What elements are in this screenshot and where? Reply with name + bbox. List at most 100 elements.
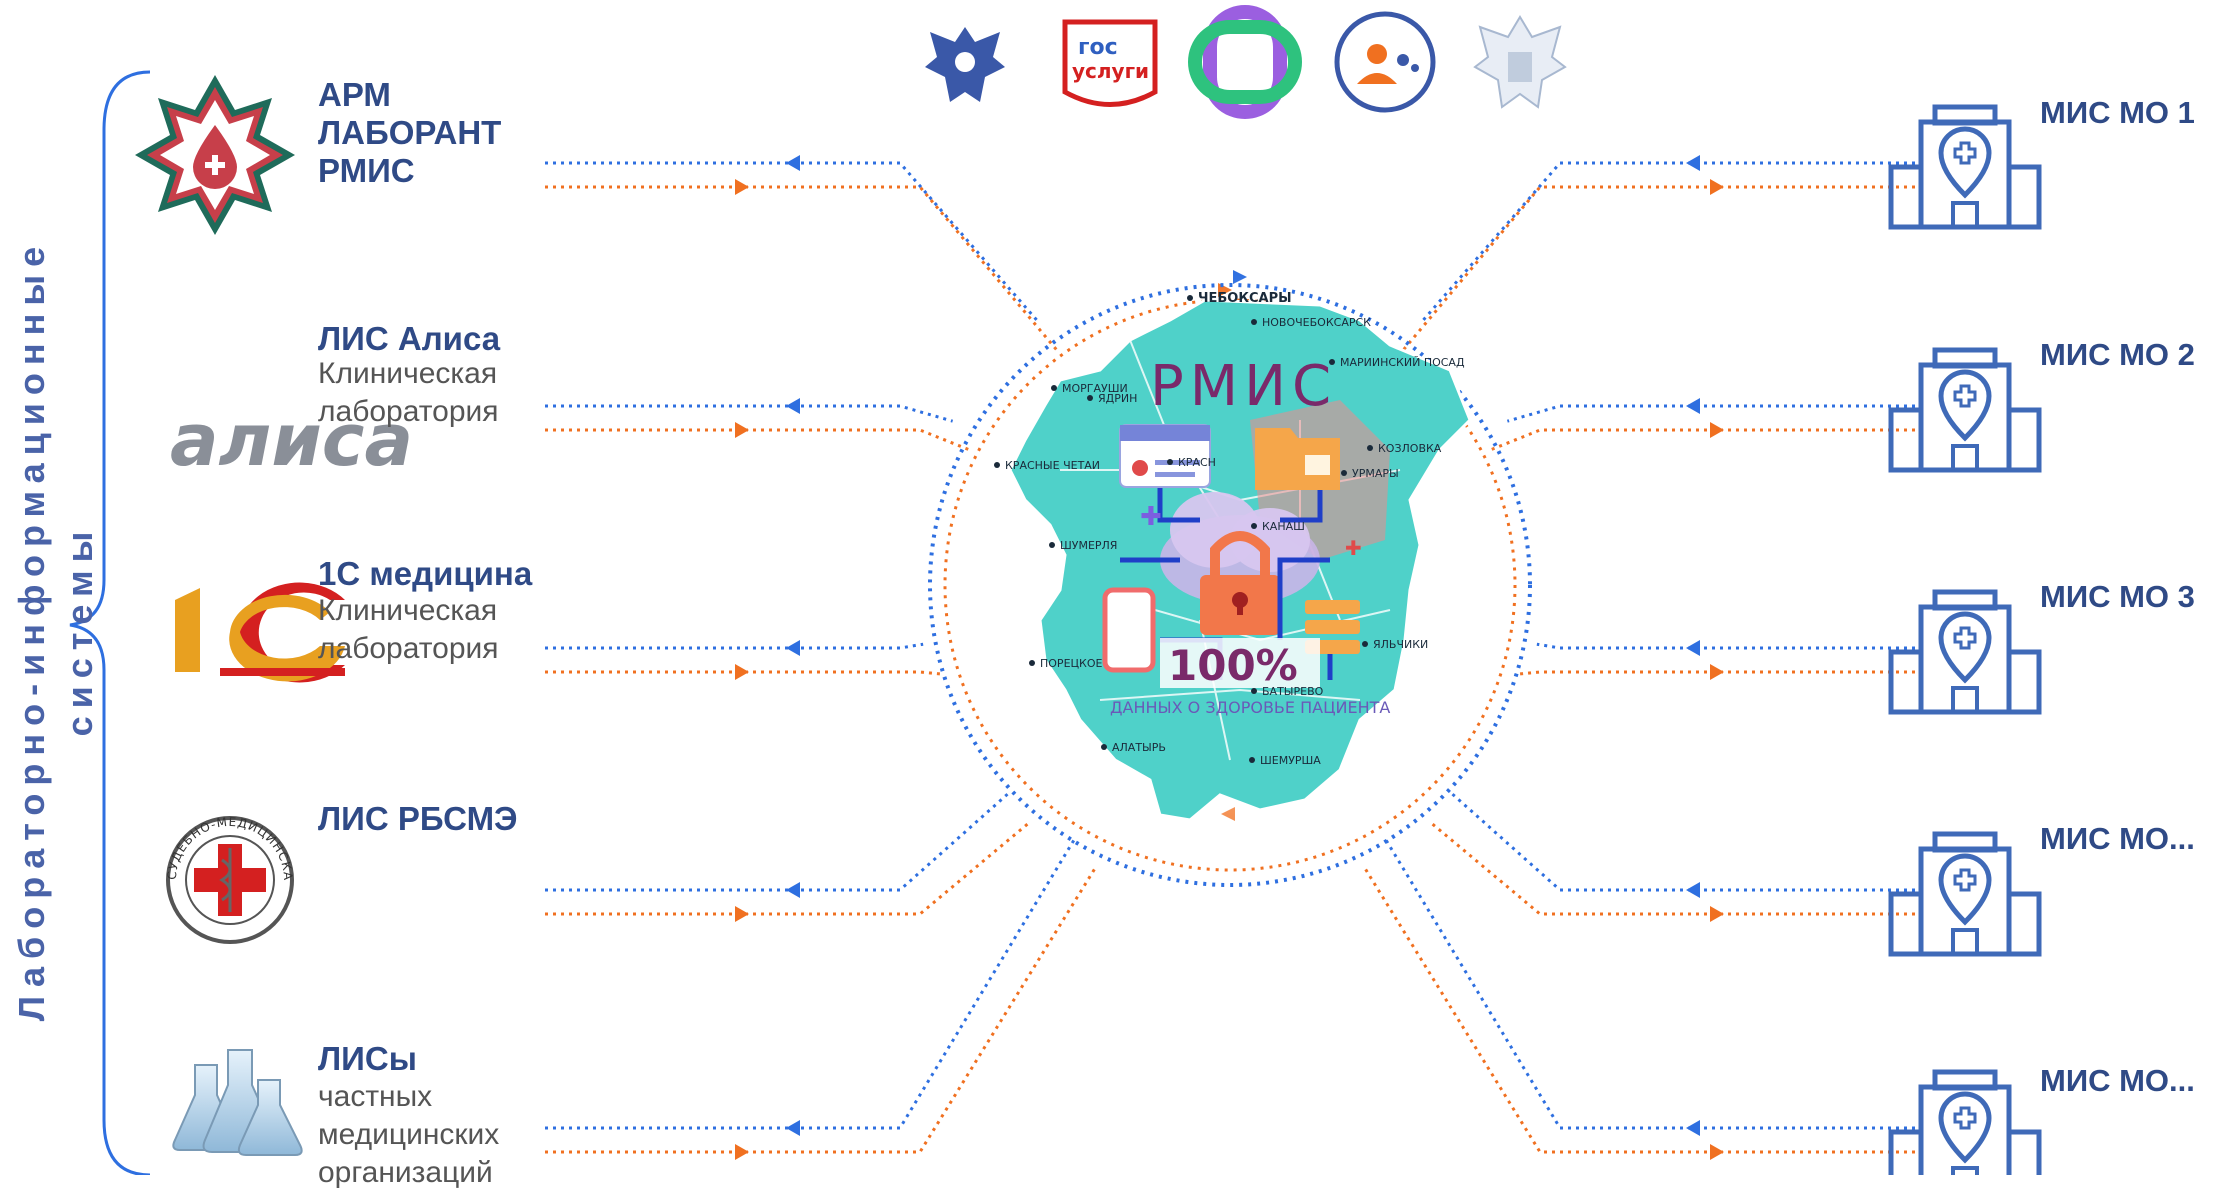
- map-city-dot: [1249, 757, 1255, 763]
- left-arrow-blue-4: [786, 882, 800, 898]
- left-link-orange-1: [545, 185, 1061, 355]
- right-connection-lines: [1364, 155, 1915, 1160]
- left-link-blue-1: [545, 161, 1041, 325]
- plus-icon: ✚: [1140, 502, 1162, 532]
- map-city-label: ЯДРИН: [1098, 392, 1137, 405]
- left-link-blue-5: [545, 838, 1076, 1130]
- left-arrow-blue-2: [786, 398, 800, 414]
- right-link-orange-2: [1486, 428, 1915, 453]
- right-arrow-orange-3: [1710, 664, 1724, 680]
- left-link-orange-2: [545, 428, 974, 453]
- map-city-label: МОРГАУШИ: [1062, 382, 1128, 395]
- gosuslugi-logo: гос услуги: [1062, 19, 1158, 107]
- rmis-caption: ДАННЫХ О ЗДОРОВЬЕ ПАЦИЕНТА: [1110, 698, 1390, 717]
- map-city-label: НОВОЧЕБОКСАРСК: [1262, 316, 1371, 329]
- rospotrebnadzor-emblem: [925, 27, 1005, 102]
- rmis-title: РМИС: [1150, 354, 1337, 419]
- map-city-dot: [1367, 445, 1373, 451]
- map-city-dot: [1101, 744, 1107, 750]
- percent-value: 100%: [1168, 641, 1298, 690]
- right-arrow-orange-1: [1710, 179, 1724, 195]
- patients-logo: [1334, 11, 1436, 113]
- mis-label-4: МИС МО...: [2040, 821, 2195, 856]
- right-link-orange-5: [1364, 868, 1915, 1154]
- mis-label-3: МИС МО 3: [2040, 579, 2195, 614]
- server-icon: [1305, 600, 1360, 614]
- map-city-label: АЛАТЫРЬ: [1112, 741, 1166, 754]
- map-city-label: КРАСНЫЕ ЧЕТАИ: [1005, 459, 1100, 472]
- map-city-label: МАРИИНСКИЙ ПОСАД: [1340, 356, 1465, 369]
- map-city-dot: [1167, 459, 1173, 465]
- minzdrav-emblem: [1473, 15, 1567, 109]
- left-arrow-orange-1: [735, 179, 749, 195]
- map-city-dot: [1341, 470, 1347, 476]
- map-city-dot: [1251, 319, 1257, 325]
- forensic-expertise-emblem: СУДЕБНО-МЕДИЦИНСКАЯ ЭКСПЕРТИЗА: [165, 815, 294, 944]
- left-bracket: [69, 70, 151, 1175]
- plus-icon-red: ✚: [1345, 536, 1362, 560]
- map-city-label: ЯЛЬЧИКИ: [1373, 638, 1428, 651]
- map-city-dot: [1087, 395, 1093, 401]
- hospital-building-icon-4: [1888, 831, 2042, 957]
- map-city-label: ШЕМУРША: [1260, 754, 1321, 767]
- map-city-label: КАНАШ: [1262, 520, 1305, 533]
- left-arrow-orange-4: [735, 906, 749, 922]
- lab-title-private: ЛИСы: [318, 1040, 417, 1077]
- map-city-label: ПОРЕЦКОЕ: [1040, 657, 1103, 670]
- left-arrow-orange-2: [735, 422, 749, 438]
- left-link-orange-5: [545, 868, 1096, 1154]
- lab-title-1c: 1С медицина: [318, 555, 533, 592]
- map-city-dot: [1187, 295, 1193, 301]
- svg-text:алиса: алиса: [170, 398, 413, 482]
- map-city-label: КОЗЛОВКА: [1378, 442, 1442, 455]
- right-link-orange-1: [1399, 185, 1915, 355]
- lab-systems-vertical-label: Лабораторно-информационные системы: [11, 238, 100, 1022]
- map-city-dot: [1251, 688, 1257, 694]
- mis-label-5: МИС МО...: [2040, 1063, 2195, 1098]
- mis-label-2: МИС МО 2: [2040, 337, 2195, 372]
- svg-text:гос: гос: [1078, 35, 1118, 60]
- right-link-blue-2: [1506, 404, 1915, 423]
- map-city-label: УРМАРЫ: [1352, 467, 1399, 480]
- left-arrow-orange-5: [735, 1144, 749, 1160]
- right-arrow-orange-2: [1710, 422, 1724, 438]
- map-city-label: БАТЫРЕВО: [1262, 685, 1324, 698]
- map-city-dot: [1362, 641, 1368, 647]
- right-arrow-blue-1: [1686, 155, 1700, 171]
- map-city-dot: [1029, 660, 1035, 666]
- rmis-lab-logo: [135, 75, 295, 235]
- right-arrow-orange-5: [1710, 1144, 1724, 1160]
- lab-flasks-icon: [172, 1049, 303, 1156]
- map-city-label: ЧЕБОКСАРЫ: [1198, 291, 1292, 306]
- left-arrow-blue-5: [786, 1120, 800, 1136]
- hospital-building-icon-3: [1888, 589, 2042, 715]
- lab-subtitle-alisa: Клиническая лаборатория: [318, 357, 499, 428]
- left-link-blue-3: [545, 642, 924, 650]
- map-city-dot: [1049, 542, 1055, 548]
- left-arrow-orange-3: [735, 664, 749, 680]
- hospital-building-icon-1: [1888, 104, 2042, 230]
- outer-dotted-ring: [928, 283, 1532, 887]
- rmis-hub: ✚ ✚ РМИС 100% ДАННЫХ О ЗДОРОВЬЕ ПАЦИЕНТА ЧЕ…: [915, 270, 1545, 900]
- right-link-blue-4: [1449, 791, 1915, 892]
- phone-icon: [1102, 587, 1156, 673]
- right-arrow-blue-5: [1686, 1120, 1700, 1136]
- right-link-blue-5: [1384, 838, 1915, 1130]
- hospital-building-icon-5: [1888, 1069, 2042, 1175]
- map-city-dot: [1329, 359, 1335, 365]
- right-link-blue-3: [1536, 642, 1915, 650]
- right-arrow-blue-3: [1686, 640, 1700, 656]
- map-city-dot: [994, 462, 1000, 468]
- right-link-blue-1: [1419, 161, 1915, 325]
- lab-subtitle-1c: Клиническая лаборатория: [318, 594, 499, 665]
- left-arrow-blue-3: [786, 640, 800, 656]
- circuit-lines: [1120, 470, 1333, 680]
- svg-text:услуги: услуги: [1072, 59, 1149, 83]
- right-link-orange-4: [1429, 821, 1915, 916]
- map-city-label: ШУМЕРЛЯ: [1060, 539, 1117, 552]
- 1c-logo: [175, 582, 345, 683]
- hospital-building-icon-2: [1888, 347, 2042, 473]
- map-city-dot: [1051, 385, 1057, 391]
- mis-label-1: МИС МО 1: [2040, 95, 2195, 130]
